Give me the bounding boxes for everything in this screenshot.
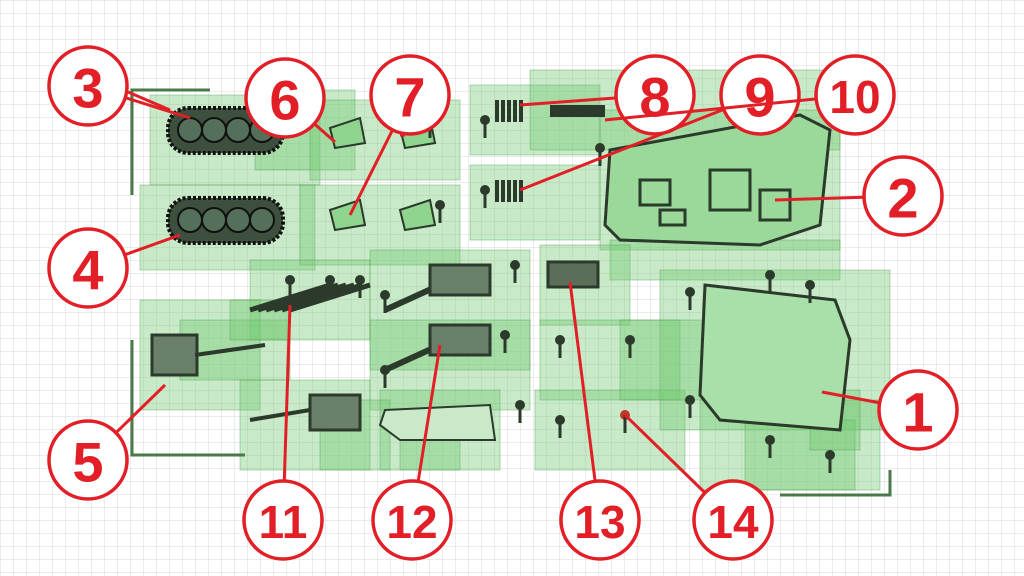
road-wheel [249, 207, 275, 233]
fuel-tank [378, 403, 497, 441]
callout-circle [877, 369, 959, 451]
callout-leader-line [348, 130, 394, 216]
road-wheel [201, 207, 227, 233]
spring-part [495, 100, 499, 122]
callout-4: 4 [47, 227, 181, 309]
spring-part [519, 100, 523, 122]
spring-part [513, 100, 517, 122]
callout-number: 6 [269, 69, 300, 132]
callout-number: 1 [902, 381, 933, 444]
callout-11: 11 [242, 304, 324, 561]
hull-detail [708, 168, 752, 212]
grille-part [550, 105, 605, 117]
gun-mount [428, 263, 492, 297]
callout-14: 14 [623, 413, 774, 561]
road-wheel [225, 117, 251, 143]
highlight-region [744, 419, 856, 491]
spring-part [501, 180, 505, 202]
spring-part [513, 180, 517, 202]
highlight-region [539, 319, 681, 401]
callout-10: 10 [604, 54, 896, 136]
callout-leader-line [623, 413, 706, 494]
bounding-brackets [130, 88, 892, 497]
callout-leader-line [115, 383, 167, 434]
callout-circle [242, 479, 324, 561]
callout-number: 7 [394, 66, 425, 129]
callout-circle [47, 45, 129, 127]
engine-block [546, 260, 600, 289]
callout-9: 9 [519, 54, 801, 192]
callout-circle [559, 479, 641, 561]
callout-number: 4 [72, 239, 103, 302]
callout-leader-line [604, 97, 816, 122]
callout-circle [862, 155, 944, 237]
road-wheel [225, 207, 251, 233]
callout-number: 13 [574, 496, 625, 548]
callout-leader-line [314, 123, 336, 144]
callout-number: 14 [707, 496, 759, 548]
callout-circle [371, 479, 453, 561]
callout-circle [244, 57, 326, 139]
callout-leader-line [519, 96, 616, 107]
callout-number: 11 [259, 496, 308, 548]
callout-5: 5 [47, 383, 167, 501]
callout-number: 12 [386, 496, 437, 548]
callout-number: 10 [829, 71, 880, 123]
callout-3: 3 [47, 45, 191, 127]
callout-leader-line [127, 90, 171, 112]
callout-circle [814, 54, 896, 136]
callout-number: 9 [744, 66, 775, 129]
road-wheel [177, 117, 203, 143]
callout-number: 2 [887, 167, 918, 230]
road-wheel [201, 117, 227, 143]
road-wheel [177, 207, 203, 233]
frame-part [698, 283, 852, 432]
callout-leader-line [568, 281, 597, 481]
callout-leader-line [125, 233, 181, 256]
hull-detail [758, 188, 792, 222]
callout-circle [47, 227, 129, 309]
hull-detail [638, 178, 672, 207]
spring-part [507, 100, 511, 122]
gun-mount [428, 323, 492, 357]
drive-unit [150, 333, 199, 377]
gearbox-shaft [249, 408, 311, 422]
callout-leader-line [774, 195, 864, 202]
gearbox [308, 393, 362, 432]
callout-leader-line [821, 390, 879, 405]
callout-number: 5 [72, 431, 103, 494]
callout-1: 1 [821, 369, 959, 451]
callout-circle [369, 54, 451, 136]
drive-shaft [194, 343, 266, 357]
model-parts [150, 100, 852, 473]
highlight-region [469, 164, 601, 241]
spring-part [501, 100, 505, 122]
callout-number: 3 [72, 57, 103, 120]
spring-part [495, 180, 499, 202]
callout-6: 6 [244, 57, 336, 144]
bracket-part [398, 198, 437, 232]
callout-leader-line [416, 344, 442, 481]
highlight-region [469, 84, 601, 156]
bracket-part [328, 198, 367, 232]
callout-leader-line [519, 108, 724, 192]
callout-circle [47, 419, 129, 501]
callout-leader-line [282, 304, 292, 481]
highlight-region [399, 439, 461, 471]
callout-7: 7 [348, 54, 451, 216]
spring-part [507, 180, 511, 202]
callout-12: 12 [371, 344, 453, 561]
callout-2: 2 [774, 155, 944, 237]
callout-13: 13 [559, 281, 641, 561]
hull-detail [658, 208, 687, 227]
callout-leader-line [125, 96, 191, 120]
callout-circle [719, 54, 801, 136]
callout-number: 8 [639, 66, 670, 129]
callout-circle [692, 479, 774, 561]
